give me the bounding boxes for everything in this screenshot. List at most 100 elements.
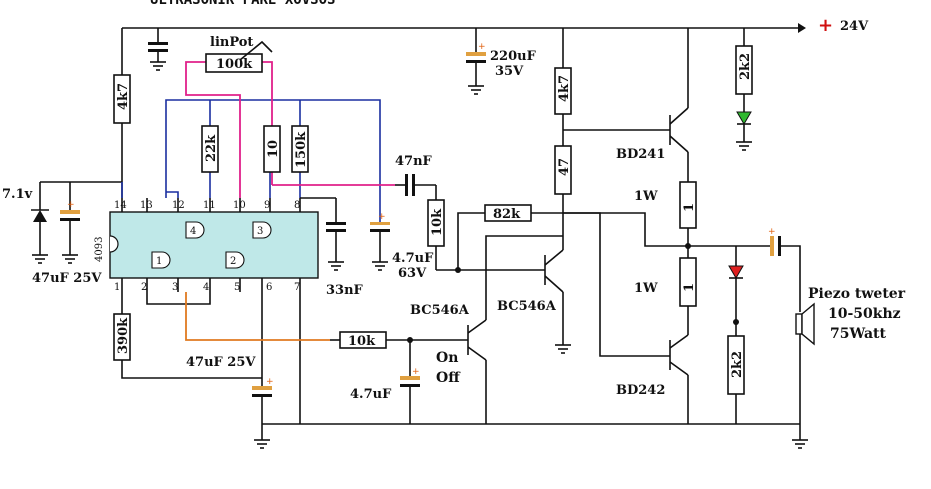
cap-47nf — [405, 174, 408, 196]
cap-4u7-bottom-label: 4.7uF — [350, 387, 392, 402]
ic-name: 4093 — [94, 237, 105, 262]
svg-text:+: + — [478, 42, 486, 52]
cap-220uf-voltage: 35V — [495, 64, 524, 79]
gate-2: 2 — [230, 256, 236, 267]
ground-4u7-63v — [372, 261, 388, 271]
bc546a-driver-label: BC546A — [497, 299, 557, 314]
piezo-label-2: 10-50khz — [828, 306, 901, 322]
led-red — [728, 265, 744, 279]
nand-gates — [151, 221, 272, 269]
linpot-value: 100k — [216, 57, 253, 72]
cap-4u7-63v-label: 4.7uF — [392, 251, 434, 266]
resistor-10k-horizontal-label: 10k — [348, 334, 376, 349]
ic-pins-top — [121, 198, 301, 212]
resistor-47-label: 47 — [557, 158, 572, 176]
pin-5: 5 — [234, 282, 240, 293]
transistor-bd241 — [669, 28, 689, 182]
pin-1: 1 — [114, 282, 120, 293]
supply-plus-sign: + — [818, 15, 833, 36]
pin-6: 6 — [266, 282, 272, 293]
cap-33nf — [326, 222, 346, 225]
transistor-bc546a-switch — [467, 235, 563, 424]
transistor-bc546a-driver — [544, 213, 564, 345]
cap-33nf-label: 33nF — [326, 283, 364, 298]
transistor-bd242 — [669, 334, 689, 424]
bd242-label: BD242 — [616, 383, 665, 398]
cap-47uf-bottom — [252, 386, 272, 390]
piezo-label-1: Piezo tweter — [808, 286, 906, 302]
cap-4u7-bottom — [400, 376, 420, 380]
pin-11: 11 — [203, 200, 216, 211]
watt-1-label: 1W — [634, 189, 658, 204]
gate-4: 4 — [190, 226, 196, 237]
pin-8: 8 — [294, 200, 300, 211]
switch-on-label: On — [436, 350, 458, 366]
ground-cap-left — [62, 254, 78, 264]
led-green — [736, 111, 752, 125]
ground-led-green — [736, 141, 752, 151]
resistor-2k2-top-label: 2k2 — [738, 53, 753, 80]
resistor-1-top-label: 1 — [682, 203, 697, 212]
cap-decoupling — [148, 42, 168, 45]
ground-33nf — [328, 261, 344, 271]
linpot-wiper-arrow — [239, 40, 273, 61]
bd241-label: BD241 — [616, 147, 665, 162]
resistor-10-label: 10 — [266, 140, 281, 158]
switch-off-label: Off — [436, 370, 461, 386]
ic-4093 — [109, 211, 319, 279]
cap-47uf-left — [60, 210, 80, 214]
cap-47uf-bottom-label: 47uF 25V — [186, 355, 256, 370]
pin-9: 9 — [264, 200, 270, 211]
resistor-390k-label: 390k — [116, 317, 131, 354]
ground-bc546a-driver — [555, 344, 571, 354]
gate-3: 3 — [257, 226, 263, 237]
title: ULTRASONIK PAKE XOVSOS — [150, 0, 335, 8]
ground-zener — [32, 254, 48, 264]
resistor-10 — [263, 125, 281, 173]
bc546a-switch-label: BC546A — [410, 303, 470, 318]
pin-2: 2 — [141, 282, 147, 293]
pin-10: 10 — [233, 200, 246, 211]
resistor-22k-label: 22k — [204, 134, 219, 162]
resistor-150k-label: 150k — [294, 131, 309, 168]
ground-piezo — [792, 439, 808, 449]
ic-pins-bottom — [121, 278, 301, 292]
pin-12: 12 — [172, 200, 185, 211]
resistor-4k7-left-label: 4k7 — [116, 83, 131, 110]
pink-wires — [185, 61, 395, 198]
resistor-22k — [201, 125, 219, 173]
cap-47nf-label: 47nF — [395, 154, 433, 169]
supply-voltage: 24V — [840, 19, 869, 34]
pin-14: 14 — [114, 200, 127, 211]
orange-wire — [185, 292, 330, 341]
linpot-body — [205, 53, 263, 73]
ground-main — [254, 439, 270, 449]
resistor-150k — [291, 125, 309, 173]
svg-text:+: + — [768, 227, 776, 237]
resistor-1-bottom-label: 1 — [682, 283, 697, 292]
svg-text:+: + — [67, 200, 75, 210]
watt-2-label: 1W — [634, 281, 658, 296]
cap-4u7-63v — [370, 222, 390, 225]
zener-label: 7.1v — [2, 187, 33, 202]
resistor-2k2-bottom-label: 2k2 — [730, 351, 745, 378]
pin-13: 13 — [140, 200, 153, 211]
svg-text:+: + — [378, 212, 386, 222]
cap-220uf — [466, 52, 486, 56]
resistor-1-bottom — [679, 257, 697, 307]
cap-output — [770, 236, 774, 256]
cap-47uf-left-label: 47uF 25V — [32, 271, 102, 286]
gate-1: 1 — [156, 256, 162, 267]
linpot-label: linPot — [210, 35, 253, 50]
resistor-4k7-right-label: 4k7 — [557, 75, 572, 102]
resistor-10k-vertical-label: 10k — [430, 208, 445, 236]
ground-decoupling — [150, 61, 166, 71]
pin-7: 7 — [294, 282, 300, 293]
ground-220uf — [468, 85, 484, 95]
svg-text:+: + — [412, 367, 420, 377]
piezo-speaker — [795, 302, 815, 346]
pin-3: 3 — [172, 282, 178, 293]
cap-4u7-63v-voltage: 63V — [398, 266, 427, 281]
svg-text:+: + — [266, 377, 274, 387]
